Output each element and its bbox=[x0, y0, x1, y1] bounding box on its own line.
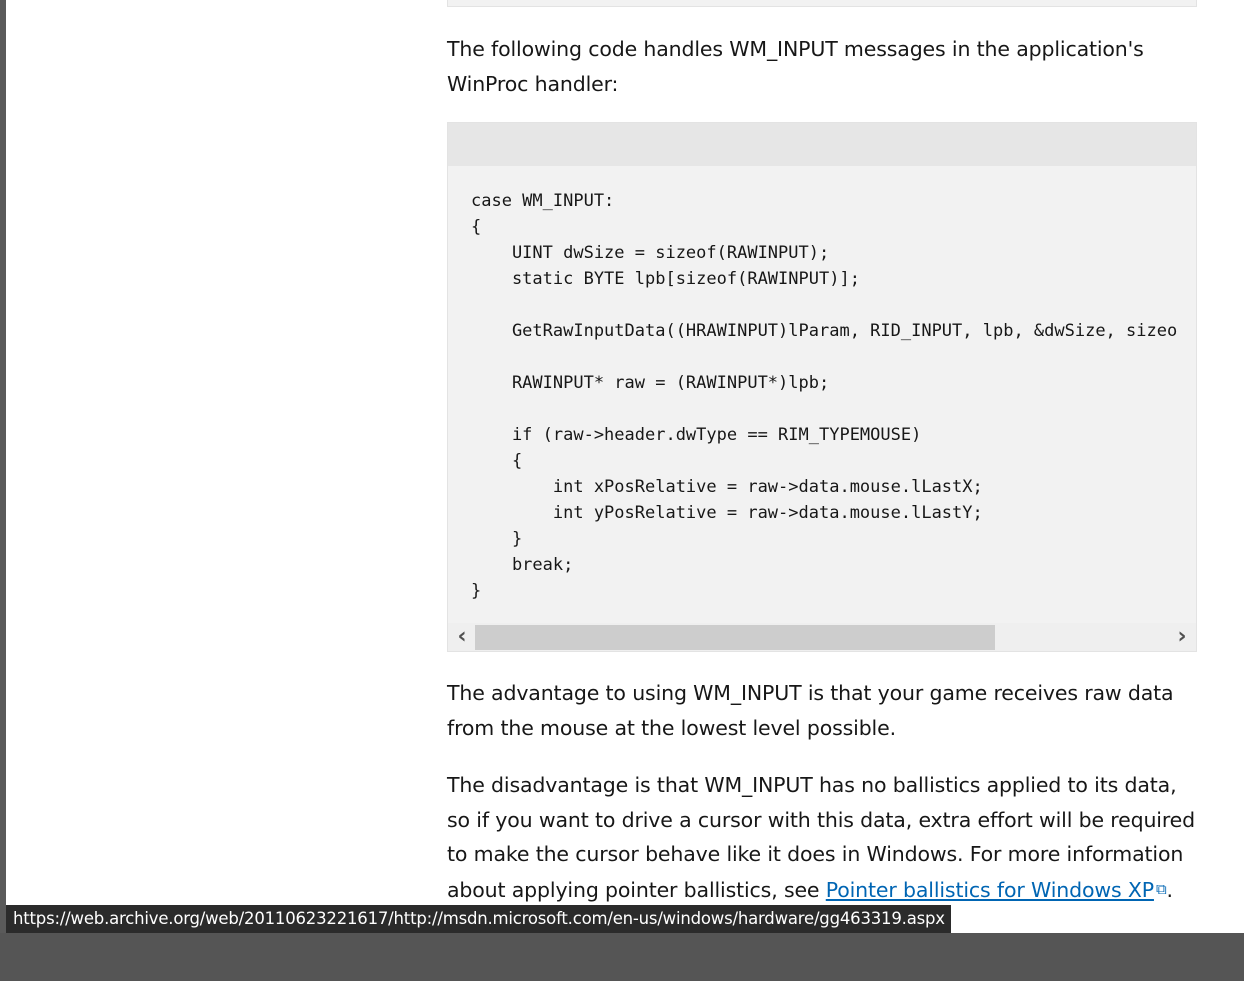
paragraph-end-punctuation: . bbox=[1166, 877, 1174, 902]
previous-code-block-edge bbox=[447, 0, 1197, 7]
pointer-ballistics-link[interactable]: Pointer ballistics for Windows XP bbox=[825, 877, 1154, 902]
external-link-icon: ⧉ bbox=[1155, 879, 1167, 898]
scroll-right-icon[interactable]: › bbox=[1177, 624, 1187, 649]
code-scroll-area[interactable]: case WM_INPUT: { UINT dwSize = sizeof(RA… bbox=[448, 166, 1196, 622]
code-content: case WM_INPUT: { UINT dwSize = sizeof(RA… bbox=[471, 191, 1178, 601]
paragraph-disadvantage: The disadvantage is that WM_INPUT has no… bbox=[447, 768, 1197, 907]
page-content: The following code handles WM_INPUT mess… bbox=[6, 0, 1244, 933]
scroll-left-icon[interactable]: ‹ bbox=[457, 624, 467, 649]
scrollbar-thumb[interactable] bbox=[475, 625, 995, 650]
link-url-status-bar: https://web.archive.org/web/201106232216… bbox=[6, 905, 951, 933]
paragraph-intro: The following code handles WM_INPUT mess… bbox=[447, 37, 1144, 96]
paragraph-disadvantage-text: The disadvantage is that WM_INPUT has no… bbox=[447, 773, 1196, 902]
horizontal-scrollbar[interactable]: ‹ › bbox=[448, 623, 1196, 651]
code-block: case WM_INPUT: { UINT dwSize = sizeof(RA… bbox=[447, 122, 1197, 652]
code-header bbox=[448, 123, 1196, 166]
paragraph-advantage: The advantage to using WM_INPUT is that … bbox=[447, 681, 1174, 740]
window-edge bbox=[0, 0, 6, 933]
